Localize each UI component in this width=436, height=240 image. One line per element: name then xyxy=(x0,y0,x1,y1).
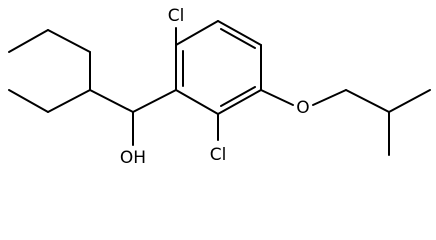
bond-ethyl-terminal-upper xyxy=(8,29,49,53)
chemical-structure: Cl Cl O OH xyxy=(8,6,431,168)
ring-bond-6 xyxy=(175,89,219,115)
bond-ch2-ch xyxy=(345,89,390,113)
ring-bond-3 xyxy=(217,20,262,46)
bond-ethyl-terminal-lower xyxy=(8,89,49,113)
ring-bond-2 xyxy=(175,20,219,46)
atom-label-cl-top: Cl xyxy=(168,6,185,26)
bond-ethyl-upper xyxy=(47,29,91,53)
ring-double-bond-top xyxy=(220,28,256,49)
bond-oxygen-ch2 xyxy=(312,89,347,106)
bond-branch-carbinol xyxy=(89,89,134,113)
bond-ch-methyl-upper xyxy=(388,89,431,113)
bond-ring-oxygen xyxy=(260,89,294,106)
atom-label-hydroxyl: OH xyxy=(120,148,146,168)
atom-label-cl-bottom: Cl xyxy=(210,145,227,165)
ring-double-bond-bottom xyxy=(220,86,256,107)
atom-label-oxygen: O xyxy=(296,98,309,118)
bond-carbinol-ring xyxy=(132,89,177,113)
bond-ethyl-lower xyxy=(47,89,91,113)
ring-bond-5 xyxy=(217,89,262,115)
